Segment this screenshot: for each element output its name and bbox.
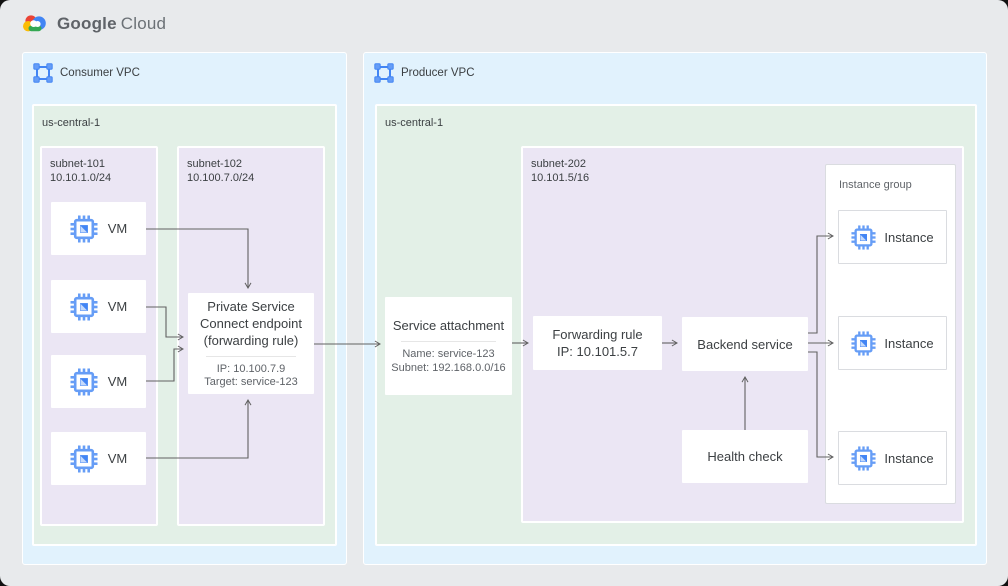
health-check-title: Health check bbox=[707, 449, 783, 464]
compute-engine-icon bbox=[70, 293, 98, 320]
producer-vpc-box: Producer VPC us-central-1 Service attach… bbox=[363, 52, 987, 565]
forwarding-rule-title: Forwarding rule bbox=[552, 327, 643, 342]
logo-product: Cloud bbox=[120, 13, 167, 33]
divider bbox=[206, 355, 296, 357]
vpc-network-icon bbox=[33, 63, 53, 83]
producer-region-box: us-central-1 Service attachment Name: se… bbox=[375, 104, 977, 546]
producer-vpc-header: Producer VPC bbox=[374, 63, 475, 83]
producer-vpc-title: Producer VPC bbox=[401, 67, 475, 79]
subnet-102-cidr: 10.100.7.0/24 bbox=[187, 171, 255, 184]
subnet-202-name: subnet-202 bbox=[531, 158, 587, 170]
instance-label: Instance bbox=[884, 450, 934, 466]
backend-service-card: Backend service bbox=[682, 317, 808, 371]
subnet-101-cidr: 10.10.1.0/24 bbox=[50, 171, 112, 184]
vm-label: VM bbox=[107, 221, 128, 236]
consumer-vpc-header: Consumer VPC bbox=[33, 63, 140, 83]
divider bbox=[401, 341, 496, 342]
compute-engine-icon bbox=[70, 368, 98, 395]
producer-region-label: us-central-1 bbox=[385, 117, 444, 129]
subnet-101-name: subnet-101 bbox=[50, 158, 106, 170]
service-attachment-name: Name: service-123 bbox=[402, 348, 495, 360]
vm-card-4: VM bbox=[51, 432, 146, 485]
instance-card-2: Instance bbox=[838, 316, 947, 370]
consumer-region-label: us-central-1 bbox=[42, 117, 101, 129]
instance-label: Instance bbox=[884, 229, 934, 245]
compute-engine-icon bbox=[851, 445, 876, 471]
vm-label: VM bbox=[107, 451, 128, 466]
compute-engine-icon bbox=[70, 445, 98, 472]
backend-service-title: Backend service bbox=[697, 336, 793, 352]
instance-card-3: Instance bbox=[838, 431, 947, 485]
compute-engine-icon bbox=[851, 224, 876, 250]
vm-label: VM bbox=[107, 299, 128, 314]
forwarding-rule-ip: IP: 10.101.5.7 bbox=[557, 344, 638, 359]
forwarding-rule-card: Forwarding rule IP: 10.101.5.7 bbox=[533, 316, 662, 370]
instance-group-box: Instance group Instance Instanc bbox=[825, 164, 956, 504]
compute-engine-icon bbox=[851, 330, 876, 356]
service-attachment-title: Service attachment bbox=[392, 318, 505, 333]
service-attachment-card: Service attachment Name: service-123 Sub… bbox=[385, 297, 512, 395]
compute-engine-icon bbox=[70, 215, 98, 242]
instance-group-label: Instance group bbox=[839, 179, 912, 191]
instance-card-1: Instance bbox=[838, 210, 947, 264]
psc-endpoint-title: Private Service Connect endpoint (forwar… bbox=[200, 298, 302, 348]
subnet-202-cidr: 10.101.5/16 bbox=[531, 171, 590, 184]
psc-endpoint-card: Private Service Connect endpoint (forwar… bbox=[188, 293, 314, 394]
vm-card-2: VM bbox=[51, 280, 146, 333]
psc-endpoint-target: Target: service-123 bbox=[204, 376, 298, 388]
psc-endpoint-ip: IP: 10.100.7.9 bbox=[216, 362, 286, 375]
service-attachment-subnet: Subnet: 192.168.0.0/16 bbox=[391, 361, 506, 374]
logo-brand: Google bbox=[57, 13, 117, 33]
google-cloud-logo-icon bbox=[23, 15, 46, 32]
vm-card-1: VM bbox=[51, 202, 146, 255]
health-check-card: Health check bbox=[682, 430, 808, 483]
vm-card-3: VM bbox=[51, 355, 146, 408]
instance-label: Instance bbox=[884, 335, 934, 351]
vpc-network-icon bbox=[374, 63, 394, 83]
vm-label: VM bbox=[107, 374, 128, 389]
subnet-102-name: subnet-102 bbox=[187, 158, 243, 170]
consumer-vpc-title: Consumer VPC bbox=[60, 67, 140, 79]
